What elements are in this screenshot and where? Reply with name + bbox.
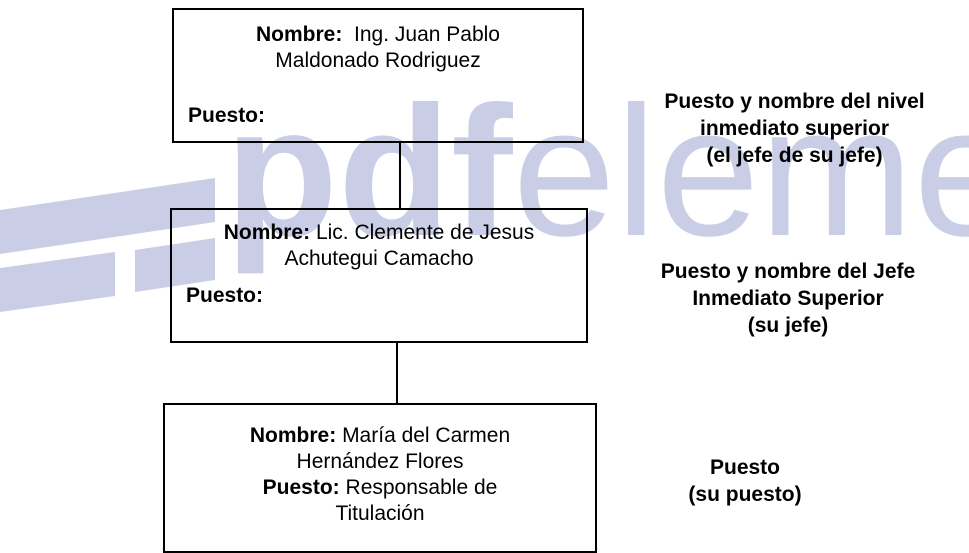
side-label-level-2: Puesto y nombre del Jefe Inmediato Super… [618,258,958,339]
watermark-text: pdfelement [225,69,969,275]
side-label-level-1: Puesto y nombre del nivel inmediato supe… [622,88,967,169]
side-label-line1: Puesto y nombre del Jefe [660,260,916,283]
side-label-line1: Puesto y nombre del nivel [664,90,925,113]
side-label-line2: (su puesto) [688,483,802,506]
org-box-level-2-name: Nombre: Lic. Clemente de Jesus Achutegui… [172,220,586,272]
nombre-value-line1: María del Carmen [342,424,511,447]
org-box-level-2: Nombre: Lic. Clemente de Jesus Achutegui… [170,208,588,343]
side-label-line2: inmediato superior [699,117,890,140]
side-label-line3: (su jefe) [747,314,829,337]
nombre-value-line1: Lic. Clemente de Jesus [315,221,535,244]
org-box-level-3: Nombre: María del Carmen Hernández Flore… [163,403,597,553]
watermark-text-light: element [513,69,969,275]
org-box-level-1-name: Nombre: Ing. Juan Pablo Maldonado Rodrig… [174,22,582,74]
nombre-label: Nombre: [223,221,311,244]
side-label-line1: Puesto [709,456,780,479]
connector-2-3 [396,343,398,403]
nombre-label: Nombre: [256,23,343,46]
side-label-line2: Inmediato Superior [692,287,884,310]
watermark-bar-bottom [0,252,115,312]
side-label-level-3: Puesto (su puesto) [640,454,850,508]
nombre-value-line2: Achutegui Camacho [284,247,474,270]
nombre-label: Nombre: [249,424,337,447]
puesto-value-line2: Titulación [335,502,425,525]
puesto-label: Puesto: [188,104,266,127]
connector-1-2 [399,143,401,208]
puesto-label: Puesto: [262,476,340,499]
puesto-value-line1: Responsable de [345,476,498,499]
nombre-value-line1: Ing. Juan Pablo [354,23,500,46]
org-box-level-1: Nombre: Ing. Juan Pablo Maldonado Rodrig… [172,8,584,143]
watermark-bar-top [0,178,215,254]
nombre-value-line2: Hernández Flores [296,450,464,473]
side-label-line3: (el jefe de su jefe) [706,144,883,167]
watermark-text-bold: pdf [225,69,513,275]
pdfelement-watermark-logo: pdfelement [0,69,969,312]
org-box-level-3-content: Nombre: María del Carmen Hernández Flore… [165,423,595,527]
puesto-label: Puesto: [186,284,264,307]
nombre-value-line2: Maldonado Rodriguez [275,49,481,72]
watermark-bar-mid [135,238,215,292]
